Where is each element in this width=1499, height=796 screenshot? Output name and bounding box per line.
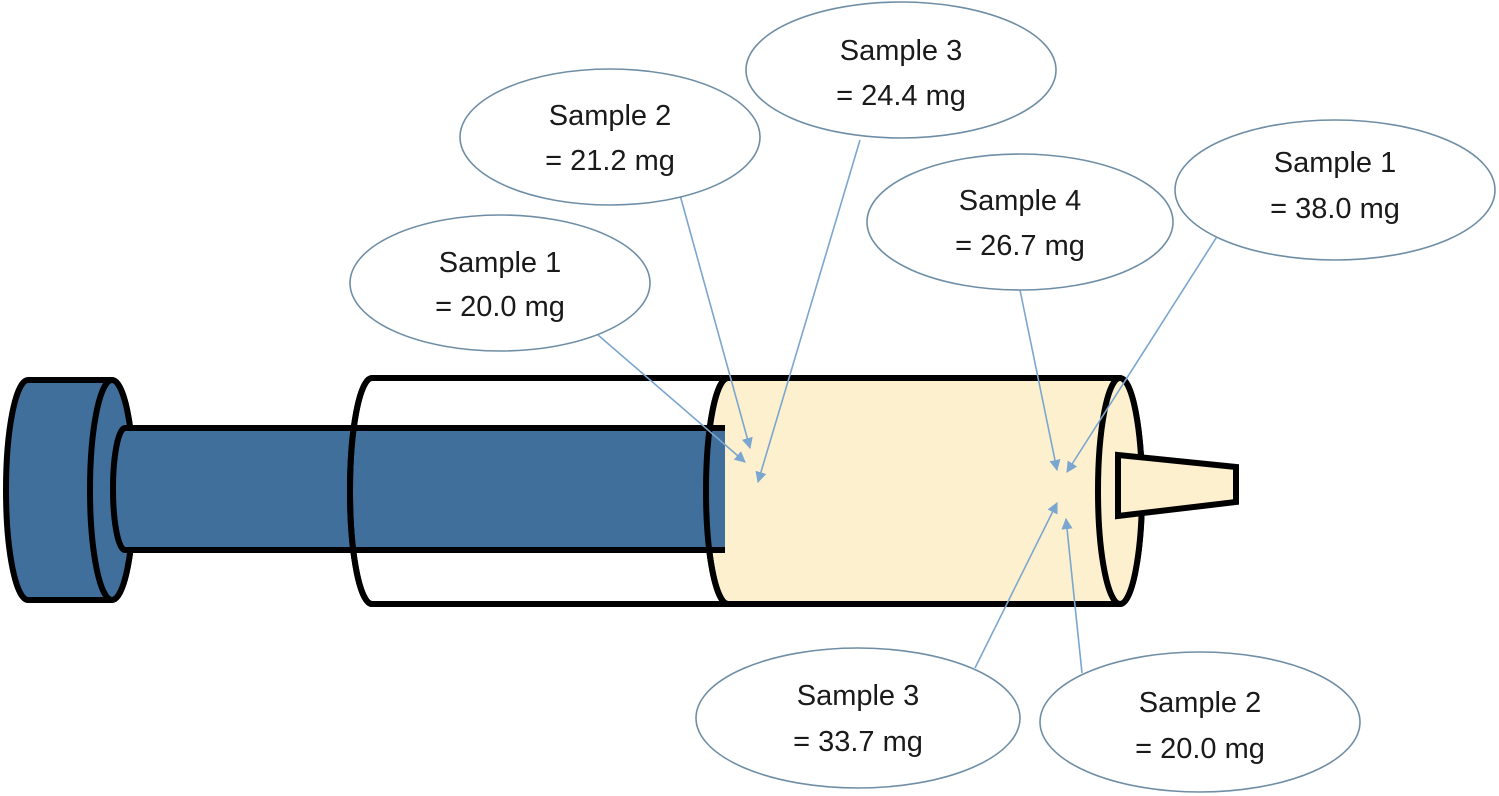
callout-right-sample-1: Sample 1 = 38.0 mg — [1174, 119, 1496, 261]
callout-value: = 20.0 mg — [1135, 733, 1265, 765]
callout-label: Sample 2 — [1139, 687, 1262, 719]
callout-left-sample-1: Sample 1 = 20.0 mg — [349, 214, 651, 352]
callout-left-sample-3: Sample 3 = 24.4 mg — [745, 1, 1057, 139]
arrow-left-sample-2 — [679, 194, 753, 450]
callout-left-sample-2: Sample 2 = 21.2 mg — [459, 68, 761, 206]
arrow-right-sample-2 — [1061, 517, 1083, 674]
callout-value: = 20.0 mg — [435, 291, 565, 323]
callout-value: = 33.7 mg — [793, 726, 923, 758]
callout-label: Sample 1 — [439, 247, 562, 279]
callout-value: = 26.7 mg — [955, 230, 1085, 262]
callout-right-sample-4: Sample 4 = 26.7 mg — [866, 153, 1174, 291]
callout-label: Sample 1 — [1274, 147, 1397, 179]
callout-right-sample-3: Sample 3 = 33.7 mg — [695, 647, 1021, 789]
callout-label: Sample 3 — [840, 35, 963, 67]
callout-label: Sample 4 — [959, 185, 1082, 217]
arrow-right-sample-4 — [1019, 289, 1061, 472]
arrow-right-sample-3 — [974, 501, 1058, 669]
callout-arrows — [597, 139, 1219, 674]
arrow-left-sample-1 — [597, 334, 746, 463]
arrow-left-sample-3 — [755, 139, 861, 484]
syringe-nozzle — [1115, 451, 1239, 520]
arrow-right-sample-1 — [1066, 234, 1219, 473]
callout-value: = 21.2 mg — [545, 145, 675, 177]
callout-right-sample-2: Sample 2 = 20.0 mg — [1039, 651, 1361, 793]
callout-value: = 38.0 mg — [1270, 193, 1400, 225]
callout-value: = 24.4 mg — [836, 80, 966, 112]
callout-label: Sample 2 — [549, 100, 672, 132]
callout-label: Sample 3 — [797, 680, 920, 712]
